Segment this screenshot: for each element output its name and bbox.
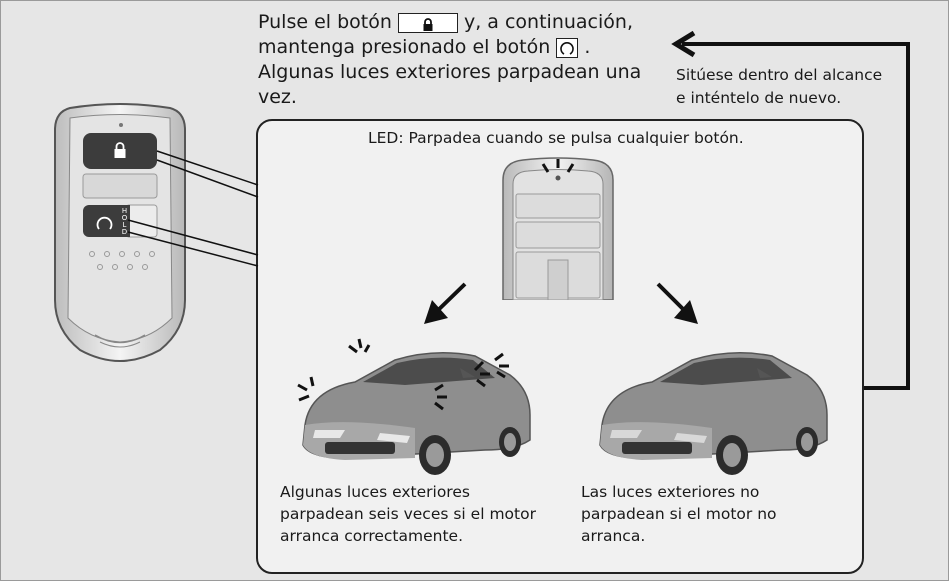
- arrow-down-left: [424, 282, 467, 324]
- fob-remote-start-button: [83, 205, 126, 237]
- caption-success: Algunas luces exteriores parpadean seis …: [280, 481, 550, 547]
- caption-success-line3: arranca correctamente.: [280, 527, 464, 545]
- remote-start-icon: [560, 42, 575, 55]
- caption-failure-line3: arranca.: [581, 527, 646, 545]
- hold-letter-o: O: [122, 214, 128, 222]
- instruction-part3: mantenga presionado el botón: [258, 36, 551, 58]
- led-flash-icon: [541, 159, 575, 173]
- fob-lock-icon: [114, 142, 126, 158]
- car-no-lights: [599, 352, 828, 475]
- caption-success-line1: Algunas luces exteriores: [280, 483, 470, 501]
- light-flash-marks: [297, 338, 509, 411]
- caption-success-line2: parpadean seis veces si el motor: [280, 505, 536, 523]
- key-fob: H O L D: [54, 103, 186, 362]
- fob-closeup: [502, 157, 614, 300]
- lock-button-icon: [397, 13, 458, 33]
- led-indicator: [555, 175, 561, 181]
- caption-failure-line1: Las luces exteriores no: [581, 483, 760, 501]
- instruction-line3: Algunas luces exteriores parpadean una: [258, 61, 642, 83]
- caption-failure-line2: parpadean si el motor no: [581, 505, 777, 523]
- hold-letter-d: D: [122, 228, 127, 236]
- car-lights-flashing: [297, 338, 531, 475]
- lock-icon: [423, 18, 433, 31]
- retry-note-line2: e inténtelo de nuevo.: [676, 89, 842, 107]
- retry-note-line1: Sitúese dentro del alcance: [676, 66, 883, 84]
- fob-hold-label: H O L D: [119, 205, 130, 237]
- instruction-line4: vez.: [258, 86, 297, 108]
- instruction-text: Pulse el botón y, a continuación, manten…: [258, 10, 678, 110]
- hold-letter-l: L: [123, 221, 127, 229]
- instruction-part2: y, a continuación,: [463, 11, 633, 33]
- hold-letter-h: H: [122, 207, 127, 215]
- led-label: LED: Parpadea cuando se pulsa cualquier …: [368, 129, 744, 147]
- instruction-part4: .: [584, 36, 591, 58]
- result-panel: [256, 119, 864, 574]
- fob-remote-start-icon: [96, 216, 113, 230]
- retry-note: Sitúese dentro del alcance e inténtelo d…: [676, 64, 916, 110]
- caption-failure: Las luces exteriores no parpadean si el …: [581, 481, 831, 547]
- arrow-down-right: [656, 282, 698, 324]
- instruction-part1: Pulse el botón: [258, 11, 392, 33]
- remote-start-button-icon: [556, 38, 579, 58]
